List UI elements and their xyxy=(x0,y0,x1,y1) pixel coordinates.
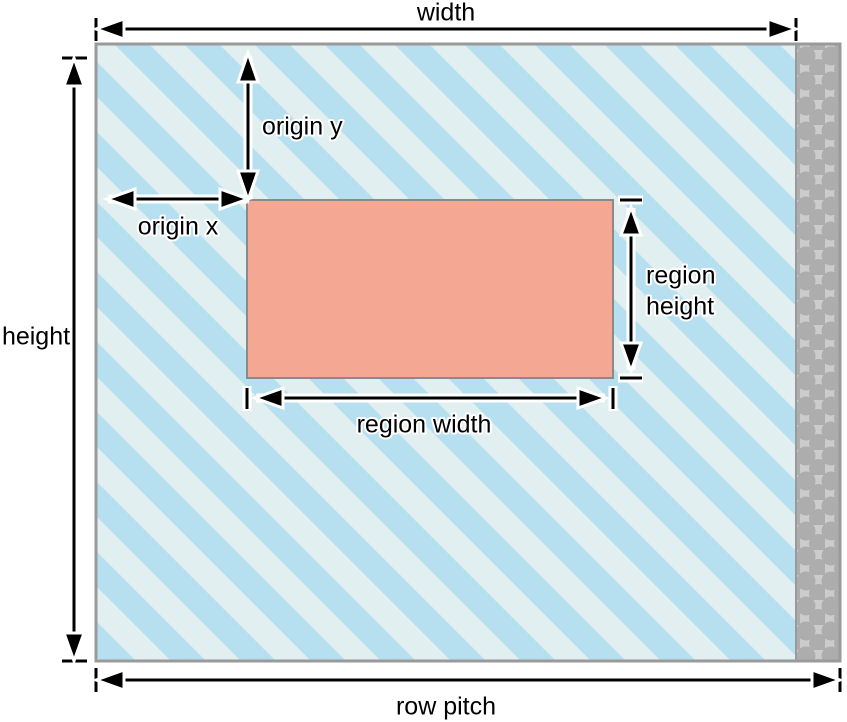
row-pitch-label: row pitch xyxy=(396,693,496,721)
width-dimension: width xyxy=(91,0,801,42)
origin-x-label: origin x xyxy=(138,213,219,241)
region-height-label-line2: height xyxy=(646,293,714,321)
height-dimension: height xyxy=(0,53,87,666)
region-of-interest-rect xyxy=(246,199,614,379)
buffer-outline xyxy=(94,42,842,663)
row-padding-area xyxy=(795,44,840,661)
region-height-dimension: region height xyxy=(618,195,718,383)
origin-x-dimension: origin x xyxy=(102,186,253,243)
width-label: width xyxy=(416,0,475,27)
region-width-label: region width xyxy=(357,411,492,439)
region-width-dimension: region width xyxy=(242,385,618,441)
region-height-label-line1: region xyxy=(646,262,716,290)
origin-y-label: origin y xyxy=(262,113,343,141)
height-label: height xyxy=(2,323,70,351)
origin-y-dimension: origin y xyxy=(235,48,345,205)
row-pitch-dimension: row pitch xyxy=(91,667,845,722)
